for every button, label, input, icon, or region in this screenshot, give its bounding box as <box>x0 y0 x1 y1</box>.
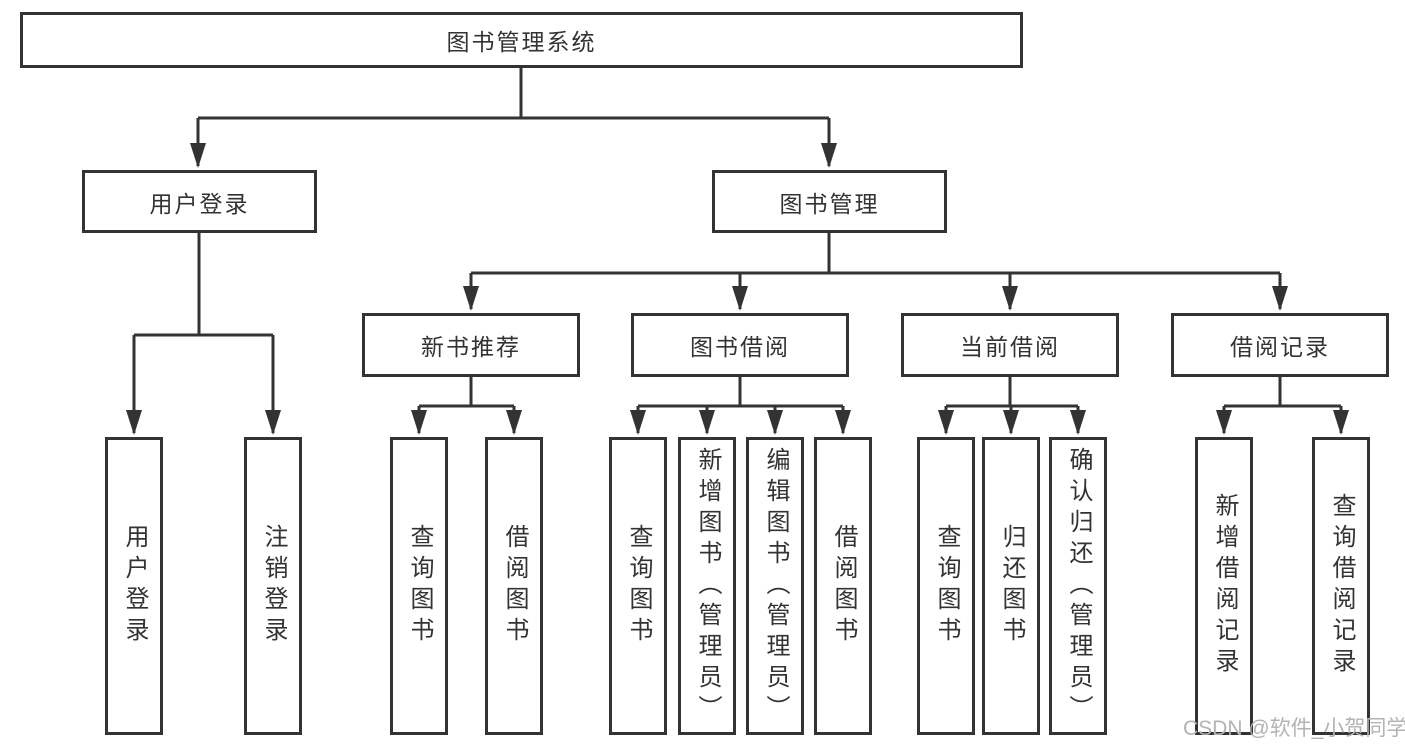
leaf-br-query-record: 查询借阅记录 <box>1312 437 1370 735</box>
node-book-management-label: 图书管理 <box>779 190 880 217</box>
leaf-logout: 注销登录 <box>244 437 302 735</box>
arrow-cb-return <box>1003 410 1019 435</box>
node-book-borrow: 图书借阅 <box>631 313 849 377</box>
leaf-nb-borrow-books-label: 借阅图书 <box>501 524 528 648</box>
arrow-bb-query <box>630 410 646 435</box>
arrow-br-query <box>1333 410 1349 435</box>
node-book-management: 图书管理 <box>712 170 947 233</box>
arrow-bb-borrow <box>835 410 851 435</box>
leaf-br-query-record-label: 查询借阅记录 <box>1328 493 1355 679</box>
node-borrow-records: 借阅记录 <box>1171 313 1389 377</box>
node-current-borrow: 当前借阅 <box>901 313 1119 377</box>
leaf-bb-add-books-admin-label: 新增图书（管理员） <box>694 446 721 726</box>
arrow-nb-borrow <box>506 410 522 435</box>
leaf-bb-add-books-admin: 新增图书（管理员） <box>678 437 736 735</box>
leaf-bb-borrow-books: 借阅图书 <box>814 437 872 735</box>
node-book-borrow-label: 图书借阅 <box>690 334 790 360</box>
leaf-cb-query-books: 查询图书 <box>917 437 975 735</box>
arrow-borrow-records <box>1272 286 1288 311</box>
leaf-nb-query-books-label: 查询图书 <box>406 524 433 648</box>
arrow-nb-query <box>411 410 427 435</box>
arrow-new-book <box>463 286 479 311</box>
leaf-br-add-record-label: 新增借阅记录 <box>1211 493 1238 679</box>
arrow-cb-query <box>938 410 954 435</box>
arrow-book-borrow <box>732 286 748 311</box>
leaf-cb-query-books-label: 查询图书 <box>933 524 960 648</box>
leaf-bb-edit-books-admin: 编辑图书（管理员） <box>746 437 804 735</box>
arrow-bb-edit <box>767 410 783 435</box>
leaf-logout-label: 注销登录 <box>260 524 287 648</box>
node-borrow-records-label: 借阅记录 <box>1230 334 1330 360</box>
node-root-label: 图书管理系统 <box>446 29 597 55</box>
leaf-bb-borrow-books-label: 借阅图书 <box>830 524 857 648</box>
leaf-cb-return-books: 归还图书 <box>982 437 1040 735</box>
leaf-cb-return-books-label: 归还图书 <box>998 524 1025 648</box>
arrow-leaf-logout <box>265 410 281 435</box>
arrow-book-management <box>821 143 837 168</box>
node-root-system: 图书管理系统 <box>20 12 1023 68</box>
node-new-book-recommend-label: 新书推荐 <box>421 334 521 360</box>
leaf-bb-edit-books-admin-label: 编辑图书（管理员） <box>762 446 789 726</box>
leaf-nb-borrow-books: 借阅图书 <box>485 437 543 735</box>
leaf-bb-query-books: 查询图书 <box>609 437 667 735</box>
node-new-book-recommend: 新书推荐 <box>362 313 580 377</box>
arrow-leaf-login <box>126 410 142 435</box>
arrow-current-borrow <box>1002 286 1018 311</box>
node-current-borrow-label: 当前借阅 <box>960 334 1060 360</box>
leaf-user-login: 用户登录 <box>105 437 163 735</box>
csdn-watermark: CSDN @软件_小贺同学 <box>1183 717 1405 740</box>
leaf-cb-confirm-return-admin-label: 确认归还（管理员） <box>1065 446 1092 726</box>
leaf-nb-query-books: 查询图书 <box>390 437 448 735</box>
leaf-cb-confirm-return-admin: 确认归还（管理员） <box>1049 437 1107 735</box>
arrow-bb-add <box>699 410 715 435</box>
leaf-br-add-record: 新增借阅记录 <box>1195 437 1253 735</box>
arrow-br-add <box>1216 410 1232 435</box>
node-user-login: 用户登录 <box>82 170 317 233</box>
arrow-user-login <box>190 143 206 168</box>
node-user-login-label: 用户登录 <box>149 190 250 217</box>
arrow-cb-confirm <box>1070 410 1086 435</box>
leaf-bb-query-books-label: 查询图书 <box>625 524 652 648</box>
leaf-user-login-label: 用户登录 <box>121 524 148 648</box>
